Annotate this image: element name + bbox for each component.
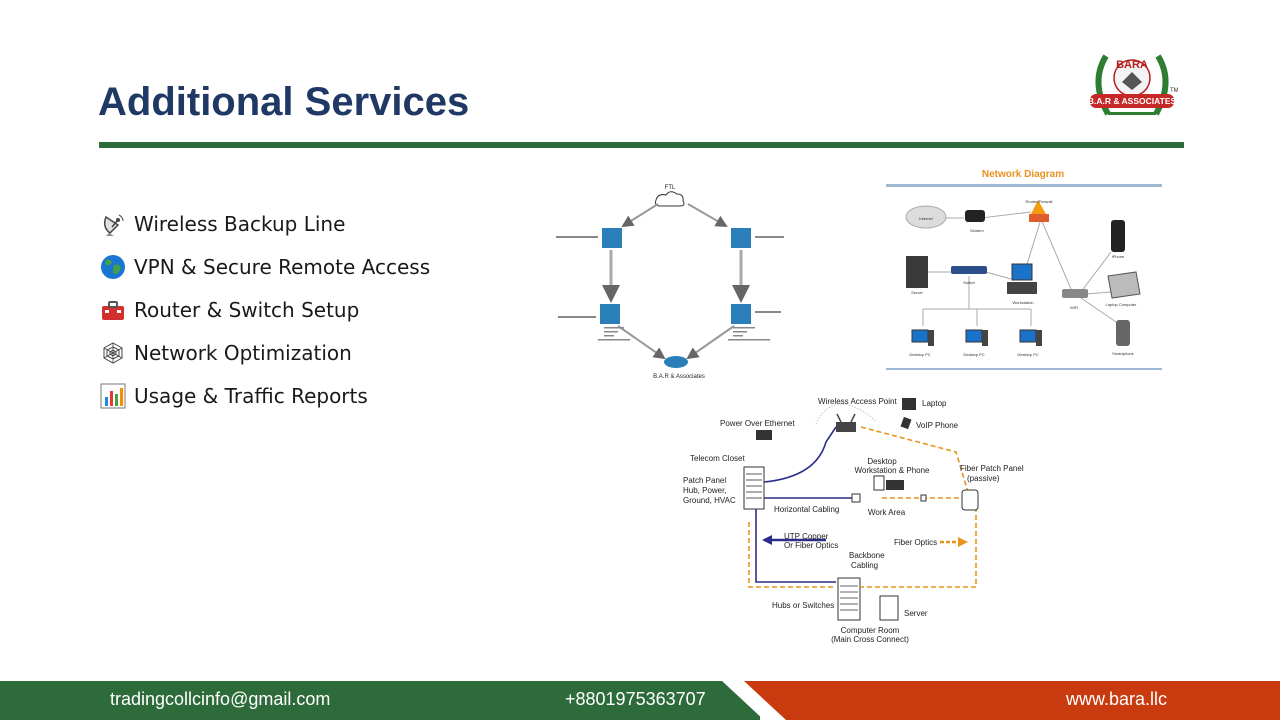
service-item-optimization: Network Optimization [100,331,430,374]
patch-panel-icon [743,466,765,510]
svg-text:Hub, Power,: Hub, Power, [683,486,727,495]
logo-top-text: BARA [1116,59,1148,71]
service-list: Wireless Backup Line VPN & Secure Remote… [100,202,430,417]
desktop-pc-icon [965,329,988,346]
svg-text:Cabling: Cabling [851,561,878,570]
svg-text:Fiber Patch Panel: Fiber Patch Panel [960,464,1024,473]
svg-text:Horizontal Cabling: Horizontal Cabling [774,505,839,514]
svg-text:Patch Panel: Patch Panel [683,476,726,485]
wifi-router-icon [1062,289,1088,298]
footer-email[interactable]: tradingcollcinfo@gmail.com [110,689,331,709]
cloud-icon [655,191,685,207]
bar-chart-icon [100,383,126,408]
svg-text:Wireless Access Point: Wireless Access Point [818,397,897,406]
svg-text:Modem: Modem [970,228,984,233]
toolbox-icon [102,300,124,320]
service-label: Router & Switch Setup [134,297,360,322]
laptop-icon [1107,271,1141,299]
switch-icon [602,228,622,248]
voip-phone-icon [900,416,912,430]
web-icon [103,341,123,364]
company-logo: BARA B.A.R & ASSOCIATES TM [1088,54,1178,116]
smartphone-icon [1116,320,1130,346]
workstation-icon [873,475,885,491]
title-divider [99,142,1184,148]
svg-text:Switch: Switch [963,280,975,285]
service-item-wireless-backup: Wireless Backup Line [100,202,430,245]
globe-icon [101,254,125,279]
service-label: Usage & Traffic Reports [134,383,368,408]
svg-text:Or Fiber Optics: Or Fiber Optics [784,541,838,550]
svg-text:Telecom Closet: Telecom Closet [690,454,745,463]
footer-website[interactable]: www.bara.llc [1066,689,1168,709]
poe-icon [756,430,772,440]
service-label: VPN & Secure Remote Access [134,254,431,279]
switch-icon [731,304,751,324]
service-item-vpn: VPN & Secure Remote Access [100,245,430,288]
svg-text:Workstation & Phone: Workstation & Phone [854,466,930,475]
service-label: Network Optimization [134,340,352,365]
service-item-router-switch: Router & Switch Setup [100,288,430,331]
server-icon [906,256,928,288]
logo-tm: TM [1170,88,1178,94]
svg-text:Work Area: Work Area [868,508,906,517]
server-icon [879,595,899,621]
access-point-icon [836,422,856,432]
svg-text:Computer Room: Computer Room [841,626,900,635]
svg-text:Workstation: Workstation [1012,300,1033,305]
svg-text:iPhone: iPhone [1112,254,1125,259]
network-diagram: Network Diagram Internet Modem Router/Fi… [886,164,1162,372]
svg-text:(Main Cross Connect): (Main Cross Connect) [831,635,909,644]
switch-icon [951,266,987,274]
ftl-label: FTL [665,185,676,191]
svg-text:Desktop PC: Desktop PC [963,352,984,357]
svg-text:Smartphone: Smartphone [1112,351,1135,356]
service-item-usage-reports: Usage & Traffic Reports [100,374,430,417]
laptop-icon [902,398,916,410]
svg-text:(passive): (passive) [967,474,1000,483]
switch-icon [731,228,751,248]
svg-text:Desktop PC: Desktop PC [1017,352,1038,357]
workstation-icon [1011,263,1033,281]
footer-phone[interactable]: +8801975363707 [565,689,706,709]
svg-text:Fiber Optics: Fiber Optics [894,538,937,547]
network-diagram-title: Network Diagram [982,169,1064,180]
footer-bar: tradingcollcinfo@gmail.com +880197536370… [0,681,1280,720]
firewall-icon [1031,200,1046,214]
fiber-patch-panel-icon [961,489,979,511]
desk-phone-icon [886,480,904,490]
cabling-diagram: Wireless Access Point Laptop VoIP Phone … [683,397,1024,644]
svg-text:VoIP Phone: VoIP Phone [916,421,959,430]
svg-text:Laptop Computer: Laptop Computer [1106,302,1138,307]
svg-text:UTP Copper: UTP Copper [784,532,829,541]
svg-text:Hubs or Switches: Hubs or Switches [772,601,834,610]
svg-text:Desktop: Desktop [867,457,897,466]
svg-text:Backbone: Backbone [849,551,885,560]
svg-text:Router/Firewall: Router/Firewall [1026,199,1053,204]
phone-icon [1111,220,1125,252]
svg-text:Internet: Internet [919,216,933,221]
svg-text:Ground, HVAC: Ground, HVAC [683,496,736,505]
svg-text:Server: Server [911,290,923,295]
desktop-pc-icon [911,329,934,346]
svg-text:WiFi: WiFi [1070,305,1078,310]
internet-cloud-icon [905,205,947,229]
svg-text:Laptop: Laptop [922,399,947,408]
satellite-dish-icon [103,214,124,236]
service-label: Wireless Backup Line [134,211,346,236]
modem-icon [965,210,985,222]
topology-diagram: FTL B.A.R & Associates [556,185,784,380]
hubs-switches-icon [837,577,861,621]
logo-band-text: B.A.R & ASSOCIATES [1088,96,1177,106]
page-title: Additional Services [98,80,470,124]
desktop-pc-icon [1019,329,1042,346]
bar-associates-label: B.A.R & Associates [653,374,705,380]
svg-text:Server: Server [904,609,928,618]
svg-text:Desktop PC: Desktop PC [909,352,930,357]
router-icon [664,356,688,368]
svg-text:Power Over Ethernet: Power Over Ethernet [720,419,795,428]
switch-icon [600,304,620,324]
